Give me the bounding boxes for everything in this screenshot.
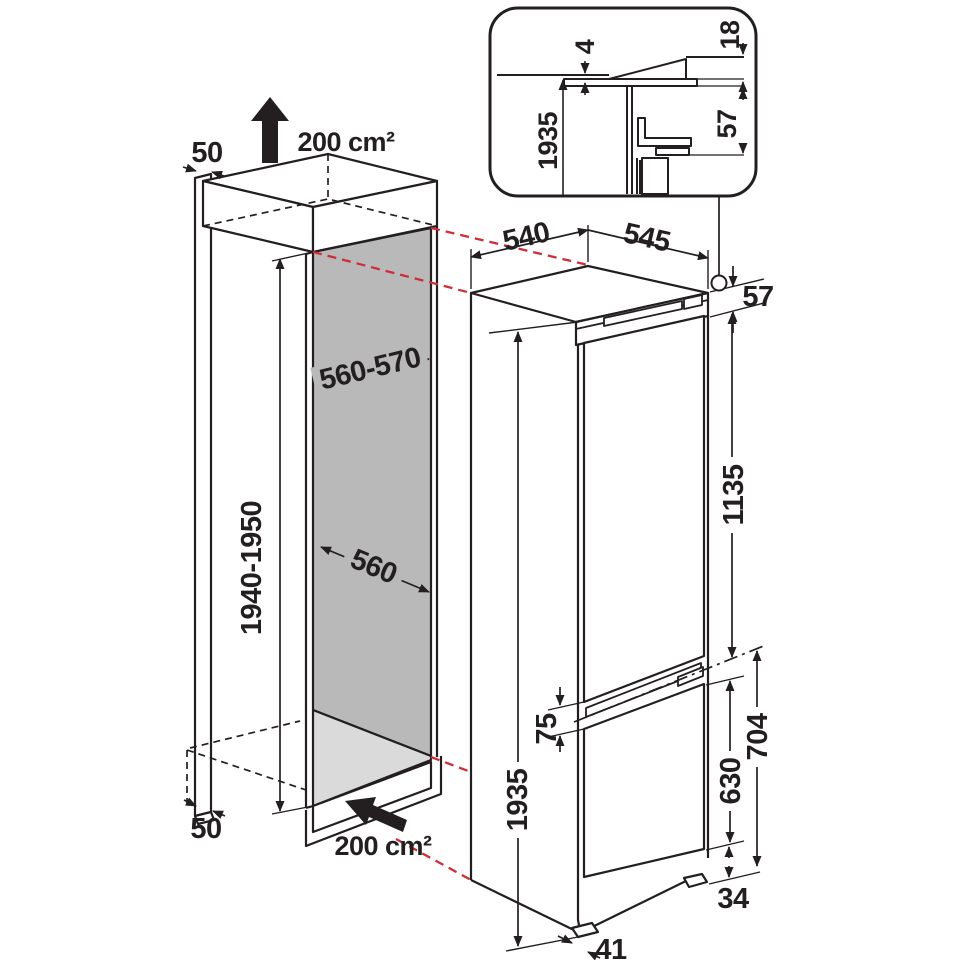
detail-leader-circle [710,274,728,292]
niche-hidden-edges-top [202,154,438,227]
detail-top-gap-label: 4 [570,39,600,54]
fridge-top-latch [683,294,703,310]
fridge-vent-slot [603,300,683,327]
niche-bottom-clearance-label: 50 [190,813,221,845]
projection-line-bottom-rear [430,755,472,774]
airflow-arrows [251,97,407,832]
fridge-upper-door [582,314,706,704]
niche-top-vent-label: 200 cm² [297,127,395,157]
fridge-front-foot [570,921,600,939]
fridge-lower-door [582,682,706,879]
fridge-drawing [469,264,767,939]
fridge-overall-height-label: 1935 [502,768,534,831]
fridge-lower-section-label: 704 [742,713,774,760]
detail-height-label: 1935 [533,111,563,170]
niche-left-panel [193,172,213,818]
detail-recess-label: 57 [712,109,742,138]
fridge-base-edge [579,879,689,934]
fridge-bottom-left-edge [470,879,581,934]
projection-line-top-front [312,250,472,295]
label-backings [310,340,771,838]
detail-bracket [637,117,692,147]
airflow-in-arrow-icon [345,797,407,832]
fridge-front-left-edge [576,345,582,932]
niche-height-label: 1940-1950 [236,501,268,635]
fridge-top-gap-label: 57 [742,281,773,313]
niche-drawing [186,152,443,848]
detail-dimensions [558,43,748,196]
detail-inset [488,6,758,292]
niche-top-clearance-label: 50 [191,137,222,169]
fridge-foot-label: 41 [595,934,627,960]
detail-fridge-body [636,157,669,195]
niche-bottom-vent-label: 200 cm² [334,831,432,861]
fridge-plinth-label: 34 [717,883,749,915]
airflow-up-arrow-icon [251,97,289,163]
fridge-right-foot [682,872,709,889]
detail-wedge [608,58,687,80]
fridge-width-label: 540 [500,216,553,258]
niche-back-wall [311,226,433,758]
fridge-lower-door-label: 630 [715,758,747,805]
niche-plinth-vent-opening [311,760,433,834]
niche-plinth-outer [304,756,443,848]
detail-cabinet-wall [626,86,633,194]
fridge-upper-door-label: 1135 [718,464,750,525]
niche-left-panel-foot [193,810,216,826]
fridge-depth-label: 545 [620,217,673,259]
niche-floor [311,708,433,808]
detail-overhang-label: 18 [715,20,745,50]
fridge-door-gap-label: 75 [531,713,563,745]
fridge-door-latch [677,666,704,687]
